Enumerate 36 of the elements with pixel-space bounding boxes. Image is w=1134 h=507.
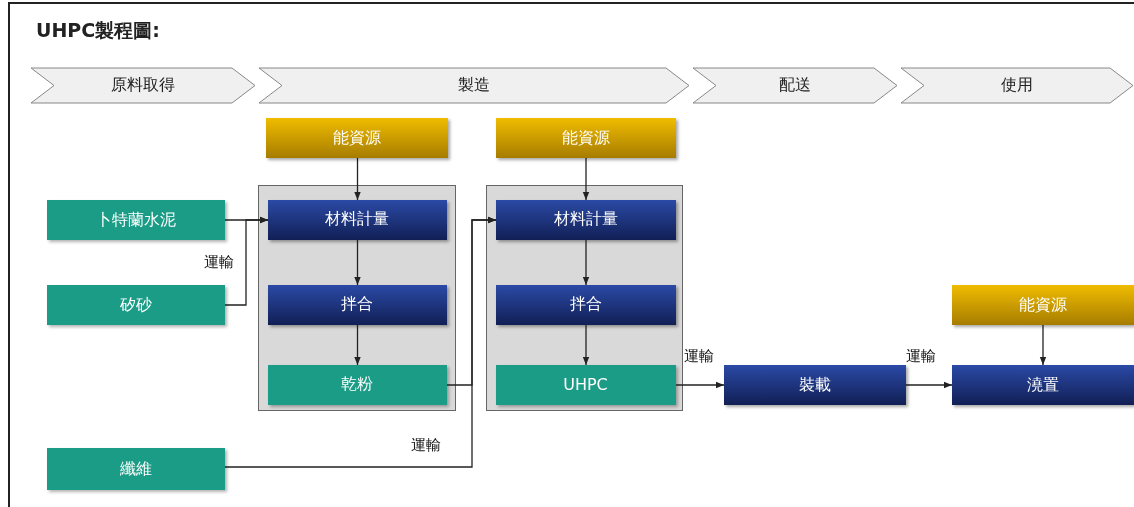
process-box: 拌合 xyxy=(495,284,676,325)
arrow xyxy=(675,381,725,389)
arrow xyxy=(582,324,590,366)
edge-label: 運輸 xyxy=(683,347,715,365)
process-box: 拌合 xyxy=(267,284,447,325)
phase-band: 配送 xyxy=(692,67,898,104)
process-group-box xyxy=(486,185,683,411)
energy-box: 能資源 xyxy=(266,118,448,158)
material-box: 卜特蘭水泥 xyxy=(47,200,225,240)
arrow xyxy=(582,239,590,286)
material-box: 乾粉 xyxy=(267,364,447,405)
edge-label: 運輸 xyxy=(410,436,442,454)
arrow xyxy=(354,324,361,366)
edge-label: 運輸 xyxy=(905,347,937,365)
arrow xyxy=(354,157,361,201)
process-box: 澆置 xyxy=(952,365,1134,405)
process-box: 材料計量 xyxy=(267,199,447,240)
arrow xyxy=(354,239,361,286)
process-group-box xyxy=(258,185,456,411)
phase-band: 製造 xyxy=(258,67,690,104)
material-box: UHPC xyxy=(495,364,676,405)
arrow xyxy=(224,216,497,468)
arrow xyxy=(582,157,590,201)
arrow xyxy=(905,381,953,389)
arrow xyxy=(1039,324,1047,366)
material-box: 纖維 xyxy=(47,448,225,490)
energy-box: 能資源 xyxy=(952,285,1134,325)
energy-box: 能資源 xyxy=(496,118,676,158)
phase-band: 使用 xyxy=(900,67,1134,104)
phase-band: 原料取得 xyxy=(30,67,256,104)
material-box: 矽砂 xyxy=(47,285,225,325)
process-box: 材料計量 xyxy=(495,199,676,240)
arrow xyxy=(224,216,269,306)
diagram-title: UHPC製程圖: xyxy=(36,18,160,43)
edge-label: 運輸 xyxy=(203,253,235,271)
process-box: 裝載 xyxy=(724,365,906,405)
